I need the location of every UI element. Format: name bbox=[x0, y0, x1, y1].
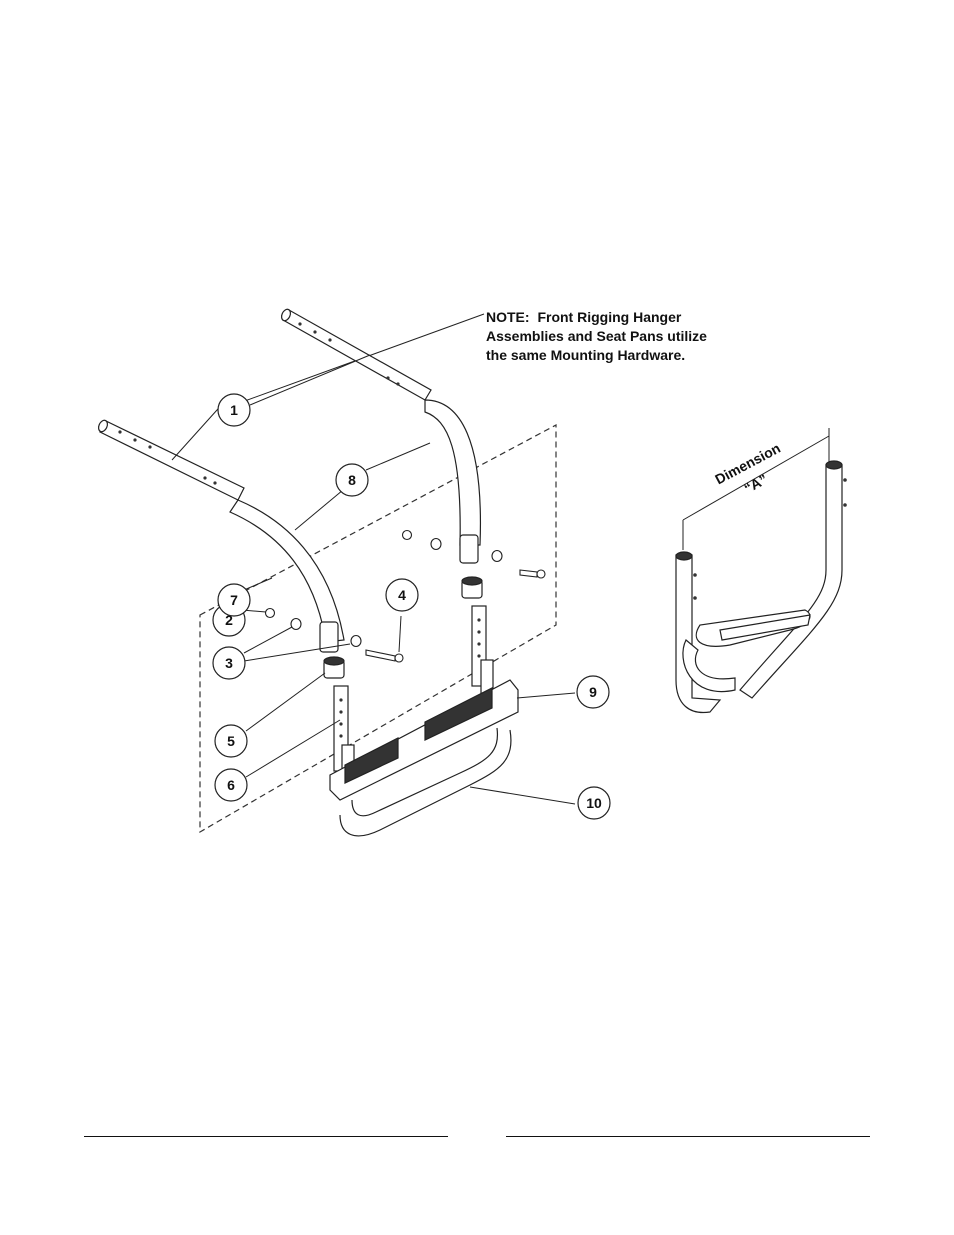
callout-6: 6 bbox=[214, 768, 248, 802]
tube-holes bbox=[118, 322, 400, 485]
callout-8-label: 8 bbox=[348, 472, 356, 488]
callout-1: 1 bbox=[217, 393, 251, 427]
callout-1-label: 1 bbox=[230, 402, 238, 418]
footer-rule-right bbox=[506, 1136, 870, 1137]
note-bold-label: NOTE: bbox=[486, 309, 530, 325]
svg-text:NOTE: Front Rigging Hang: NOTE: Front Rigging Hanger bbox=[486, 309, 682, 325]
callout-9: 9 bbox=[576, 675, 610, 709]
note-line-3: the same Mounting Hardware. bbox=[486, 347, 685, 363]
callout-7-label: 7 bbox=[230, 592, 238, 608]
callout-9-label: 9 bbox=[589, 684, 597, 700]
callout-3: 3 bbox=[212, 646, 246, 680]
callout-2-label: 2 bbox=[225, 612, 233, 628]
callout-4: 4 bbox=[385, 578, 419, 612]
dimension-label-line-2: “A” bbox=[741, 471, 770, 496]
spacer-left bbox=[323, 656, 345, 679]
footrest-frame bbox=[339, 727, 512, 837]
footer-rule-left bbox=[84, 1136, 448, 1137]
hardware-left bbox=[264, 607, 404, 663]
extension-tube-right bbox=[471, 605, 494, 701]
callout-7: 7 bbox=[217, 583, 251, 617]
callout-5: 5 bbox=[214, 724, 248, 758]
dimension-detail: Dimension “A” bbox=[675, 428, 847, 714]
side-view-holes bbox=[693, 478, 847, 600]
callout-10-label: 10 bbox=[586, 795, 602, 811]
leader-lines bbox=[171, 354, 576, 805]
callout-10: 10 bbox=[577, 786, 611, 820]
note-line-2: Assemblies and Seat Pans utilize bbox=[486, 328, 707, 344]
spacer-right bbox=[461, 576, 483, 599]
footrest-platform bbox=[329, 679, 519, 801]
extension-holes bbox=[339, 618, 481, 738]
footrest-side-view bbox=[675, 460, 843, 714]
callout-6-label: 6 bbox=[227, 777, 235, 793]
hanger-tube-right bbox=[280, 308, 482, 564]
callout-3-label: 3 bbox=[225, 655, 233, 671]
callout-5-label: 5 bbox=[227, 733, 235, 749]
note-line-1: Front Rigging Hanger bbox=[537, 309, 681, 325]
mounting-plane-outline bbox=[199, 423, 557, 834]
callout-4-label: 4 bbox=[398, 587, 406, 603]
callout-8: 8 bbox=[335, 463, 369, 497]
note-block: NOTE: Front Rigging Hanger Assemblies an… bbox=[219, 309, 707, 411]
hardware-right bbox=[401, 529, 546, 579]
